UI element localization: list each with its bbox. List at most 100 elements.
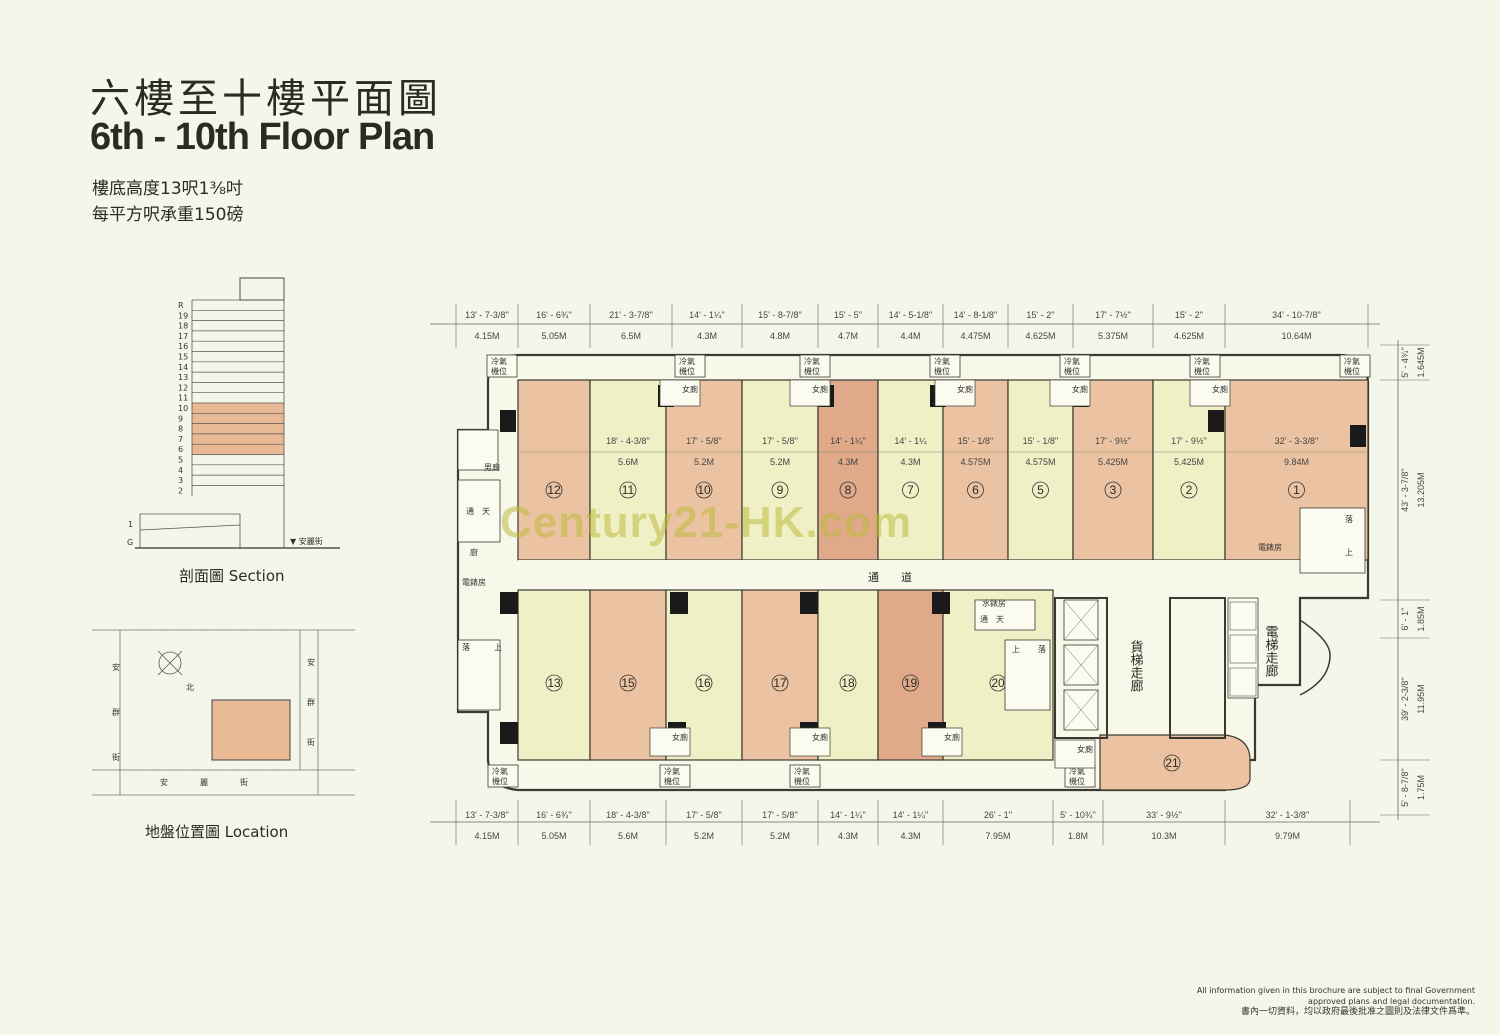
corridor-label: 通 道 [868, 570, 912, 584]
wc-box [1189, 379, 1231, 407]
street-name: 街 [112, 752, 120, 762]
up-label: 上 [1012, 645, 1020, 654]
floor-label-2: 2 [178, 486, 183, 495]
structural-column [500, 410, 516, 432]
ac-plant-label: 機位 [1069, 776, 1085, 786]
ac-plant-label: 冷氣 [1069, 766, 1085, 776]
structural-column [670, 592, 688, 614]
floor-label-16: 16 [178, 342, 188, 351]
top-dim-imperial: 14' - 8-1/8'' [954, 310, 998, 320]
bottom-dim-metric: 7.95M [985, 831, 1010, 841]
top-dim-metric: 4.475M [960, 331, 990, 341]
unit-width-imperial: 17' - 9½'' [1171, 436, 1207, 446]
structural-column [1208, 410, 1224, 432]
floor-label-9: 9 [178, 414, 183, 423]
floor-label-5: 5 [178, 456, 183, 465]
bottom-dim-metric: 4.3M [838, 831, 858, 841]
disclaimer-en: All information given in this brochure a… [1196, 986, 1475, 1006]
unit-number: 18 [841, 676, 855, 690]
unit-area [1007, 379, 1074, 561]
west-stair [457, 639, 501, 711]
location-map: 北安群街安麗街安群街 [92, 629, 355, 796]
unit-2: 17' - 9½'' 5.425M 2 [1152, 379, 1226, 561]
unit-number: 19 [904, 676, 918, 690]
top-dim-imperial: 15' - 2'' [1175, 310, 1203, 320]
unit-number-circle [771, 674, 789, 692]
right-dim-metric: 1.85M [1416, 606, 1426, 631]
unit-8: 14' - 1¼''4.3M8 [817, 379, 879, 561]
up-label: 上 [494, 643, 502, 652]
wc-box [1049, 379, 1091, 407]
unit-number: 9 [777, 483, 784, 497]
wc-label: 女廁 [812, 384, 828, 394]
top-dim-imperial: 34' - 10-7/8'' [1272, 310, 1321, 320]
unit-number: 5 [1037, 483, 1044, 497]
right-dim-metric: 11.95M [1416, 684, 1426, 713]
top-dim-metric: 4.8M [770, 331, 790, 341]
wc-box [921, 727, 963, 757]
top-dim-imperial: 15' - 8-7/8'' [758, 310, 802, 320]
wc-label: 女廁 [812, 732, 828, 742]
unit-number-circle [967, 481, 984, 499]
structural-column [500, 722, 518, 744]
meter-room-label: 電錶房 [462, 577, 486, 587]
unit-9: 17' - 5/8''5.2M9 [741, 379, 819, 561]
ac-plant-label: 機位 [1064, 366, 1080, 376]
floor-label-6: 6 [178, 445, 183, 454]
unit-width-metric: 5.6M [618, 457, 638, 467]
unit-number-circle [545, 674, 563, 692]
city-block [119, 629, 301, 771]
street-name: 安 [112, 662, 120, 672]
ac-plant-box [659, 764, 691, 788]
stairs-label: 落 [462, 642, 470, 652]
unit-width-imperial: 17' - 5/8'' [762, 436, 798, 446]
up-label: 上 [1345, 548, 1353, 557]
unit-number: 6 [972, 483, 979, 497]
unit-number: 20 [991, 676, 1005, 690]
structural-column [932, 592, 950, 614]
unit-number-circle [545, 481, 563, 499]
unit-number: 7 [907, 483, 914, 497]
unit-area [942, 379, 1009, 561]
unit-width-imperial: 14' - 1¼ [894, 436, 927, 446]
bottom-dim-imperial: 26' - 1'' [984, 810, 1012, 820]
unit-width-metric: 4.575M [960, 457, 990, 467]
unit-width-metric: 5.425M [1174, 457, 1204, 467]
top-dim-metric: 10.64M [1281, 331, 1311, 341]
bottom-dim-imperial: 13' - 7-3/8'' [465, 810, 509, 820]
street-name: 安 [307, 657, 315, 667]
bottom-dim-metric: 9.79M [1275, 831, 1300, 841]
ac-plant-label: 機位 [1344, 366, 1360, 376]
kitchen-label: 廚 [470, 547, 478, 557]
lift-bank-shaft [1169, 597, 1226, 739]
bottom-dim-metric: 5.2M [770, 831, 790, 841]
street-name: 麗 [200, 778, 208, 787]
bottom-dim-metric: 10.3M [1151, 831, 1176, 841]
floor-label-R: R [178, 301, 184, 310]
ac-plant-label: 機位 [492, 776, 508, 786]
corridor [518, 560, 1300, 590]
floor-label-19: 19 [178, 311, 188, 320]
unit-width-metric: 4.3M [838, 457, 858, 467]
unit-width-imperial: 18' - 4-3/8'' [606, 436, 650, 446]
unit-area [817, 379, 879, 561]
unit-number-circle [1288, 481, 1305, 499]
wc-box [649, 727, 691, 757]
central-stair [1004, 639, 1051, 711]
right-dim-imperial: 5' - 4¾'' [1400, 347, 1410, 378]
ac-plant-box [1339, 354, 1371, 378]
unit-number: 21 [1165, 756, 1179, 770]
lift-lobby-label: 電梯走廊 [1263, 625, 1279, 677]
unit-number-circle [695, 674, 713, 692]
wc-box [789, 727, 831, 757]
unit-width-imperial: 17' - 9½'' [1095, 436, 1131, 446]
ac-plant-label: 機位 [804, 366, 820, 376]
top-dim-metric: 6.5M [621, 331, 641, 341]
top-dim-metric: 4.4M [900, 331, 920, 341]
right-dim-imperial: 5' - 8-7/8'' [1400, 768, 1410, 807]
floor-label-15: 15 [178, 353, 188, 362]
unit-number: 2 [1186, 483, 1193, 497]
right-dim-metric: 13.205M [1416, 472, 1426, 507]
